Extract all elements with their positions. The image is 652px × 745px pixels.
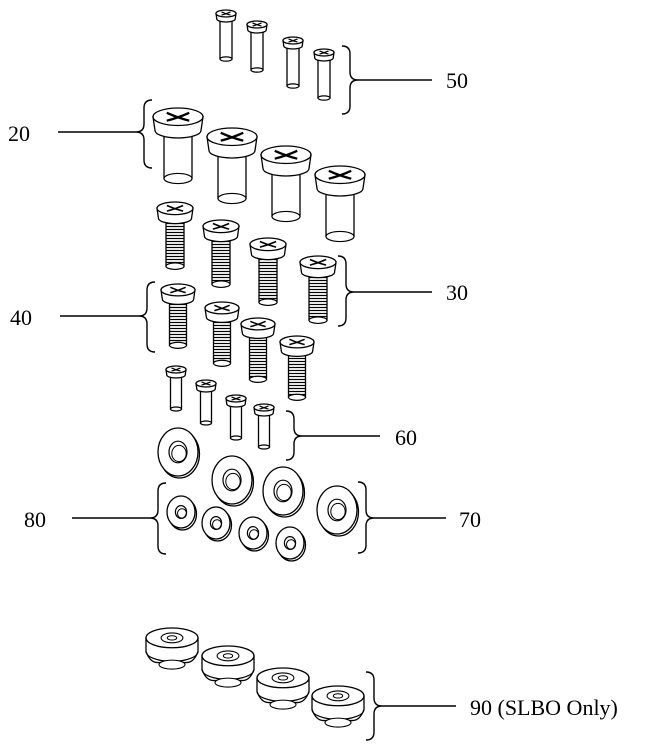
phillips-pan-head-screw-icon	[253, 403, 275, 450]
rubber-foot-icon	[201, 645, 255, 688]
group-80-small-washers	[166, 495, 307, 562]
phillips-pan-head-screw-icon	[299, 255, 337, 325]
callout-40: 40	[10, 305, 32, 330]
group-50-small-screws	[215, 9, 335, 101]
phillips-pan-head-screw-icon	[260, 145, 312, 223]
callout-80: 80	[24, 507, 46, 532]
flat-washer-icon	[211, 455, 255, 507]
group-60-small-screws	[165, 365, 275, 450]
group-70-large-washers	[157, 427, 360, 537]
bracket-80	[72, 482, 167, 555]
callout-30: 30	[446, 280, 468, 305]
phillips-pan-head-screw-icon	[225, 394, 247, 441]
flat-washer-icon	[275, 526, 307, 562]
callout-70: 70	[459, 507, 481, 532]
flat-washer-icon	[316, 485, 360, 537]
flat-washer-icon	[166, 495, 198, 531]
rubber-foot-icon	[311, 685, 365, 728]
phillips-pan-head-screw-icon	[160, 283, 196, 349]
group-20-large-screws	[152, 107, 366, 243]
phillips-pan-head-screw-icon	[202, 219, 240, 289]
bracket-50	[341, 45, 432, 115]
flat-washer-icon	[238, 516, 270, 552]
phillips-pan-head-screw-icon	[156, 201, 194, 271]
callout-90: 90 (SLBO Only)	[470, 695, 618, 720]
bracket-70	[357, 481, 446, 554]
callout-50: 50	[446, 68, 468, 93]
flat-washer-icon	[262, 466, 306, 518]
bracket-40	[60, 281, 156, 353]
bracket-90	[365, 671, 456, 741]
bracket-30	[337, 255, 432, 327]
phillips-pan-head-screw-icon	[313, 48, 335, 101]
group-30-threaded-screws	[156, 201, 337, 325]
flat-washer-icon	[157, 427, 201, 479]
phillips-pan-head-screw-icon	[314, 165, 366, 243]
flat-washer-icon	[201, 506, 233, 542]
phillips-pan-head-screw-icon	[246, 20, 268, 73]
phillips-pan-head-screw-icon	[215, 9, 237, 62]
phillips-pan-head-screw-icon	[206, 127, 258, 205]
phillips-pan-head-screw-icon	[249, 237, 287, 307]
bracket-20	[58, 99, 153, 169]
phillips-pan-head-screw-icon	[240, 317, 276, 383]
rubber-foot-icon	[256, 667, 310, 710]
group-90-rubber-feet	[145, 627, 365, 728]
phillips-pan-head-screw-icon	[204, 301, 240, 367]
callout-60: 60	[395, 425, 417, 450]
group-40-threaded-screws	[160, 283, 315, 401]
phillips-pan-head-screw-icon	[195, 379, 217, 426]
phillips-pan-head-screw-icon	[279, 335, 315, 401]
phillips-pan-head-screw-icon	[152, 107, 204, 185]
phillips-pan-head-screw-icon	[165, 365, 187, 412]
rubber-foot-icon	[145, 627, 199, 670]
bracket-60	[285, 410, 380, 461]
callout-20: 20	[8, 121, 30, 146]
phillips-pan-head-screw-icon	[282, 36, 304, 89]
